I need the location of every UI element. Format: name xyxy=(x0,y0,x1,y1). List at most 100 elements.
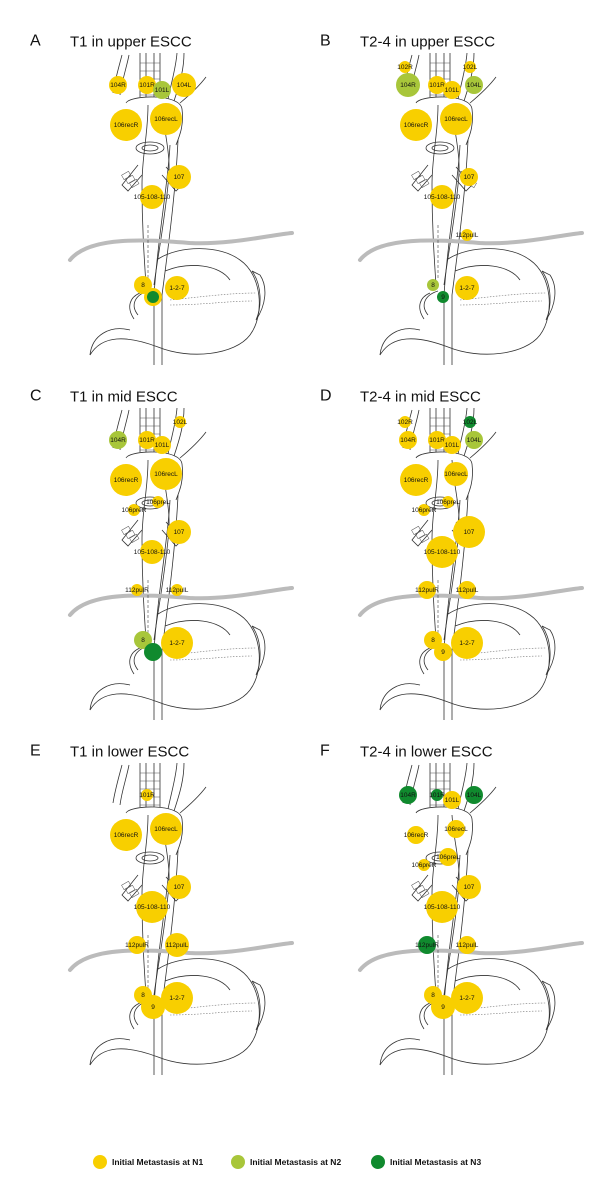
lymph-node-107: 107 xyxy=(453,516,485,548)
lymph-node-107: 107 xyxy=(460,168,478,186)
node-label: 102L xyxy=(463,419,478,426)
node-marker xyxy=(141,789,153,801)
legend-swatch xyxy=(371,1155,385,1169)
lymph-node-102l: 102L xyxy=(463,416,478,428)
panel-letter: A xyxy=(30,32,41,49)
node-label: 106recL xyxy=(444,826,468,833)
lymph-node-104r: 104R xyxy=(109,431,127,449)
node-marker xyxy=(128,936,146,954)
node-label: 106recL xyxy=(444,471,468,478)
lymph-node-1-2-7: 1-2-7 xyxy=(161,627,193,659)
panel-title: T2-4 in upper ESCC xyxy=(360,33,495,50)
node-marker xyxy=(465,431,483,449)
lymph-node-8: 8 xyxy=(134,276,152,294)
node-label: 105-108-110 xyxy=(424,194,461,201)
node-marker xyxy=(428,76,446,94)
node-label: 106preL xyxy=(436,499,460,506)
node-marker xyxy=(418,581,436,599)
lymph-node-105-108-110: 105-108-110 xyxy=(134,891,171,923)
lymph-node-101r: 101R xyxy=(429,789,445,801)
node-label: 112pulL xyxy=(166,587,189,594)
node-label: 8 xyxy=(141,637,145,644)
anatomy-illustration xyxy=(68,407,294,720)
anatomy-illustration xyxy=(358,52,584,365)
node-marker xyxy=(153,436,171,454)
node-label: 101R xyxy=(429,792,445,799)
lymph-node-102r: 102R xyxy=(397,416,413,428)
lymph-node-106recr: 106recR xyxy=(110,819,142,851)
lymph-node-106prel: 106preL xyxy=(146,496,170,508)
lymph-node-112pull: 112pulL xyxy=(456,936,479,954)
lymph-node-106recr: 106recR xyxy=(400,464,432,496)
node-marker xyxy=(144,643,162,661)
lymph-node-112pulr: 112pulR xyxy=(125,584,149,596)
node-marker xyxy=(427,279,439,291)
lymph-node-104l: 104L xyxy=(465,431,483,449)
lymph-node-9: 9 xyxy=(431,995,455,1019)
anatomy-illustration xyxy=(68,52,294,365)
lymph-node-101l: 101L xyxy=(153,436,171,454)
node-marker xyxy=(140,185,164,209)
node-marker xyxy=(136,891,168,923)
node-marker xyxy=(399,61,411,73)
lymph-node-1-2-7: 1-2-7 xyxy=(451,982,483,1014)
lymph-node-106prel: 106preL xyxy=(436,848,460,866)
node-label: 101L xyxy=(445,442,460,449)
lymph-node-101l: 101L xyxy=(443,81,461,99)
legend-label: Initial Metastasis at N1 xyxy=(112,1157,203,1167)
node-marker xyxy=(455,276,479,300)
lymph-node-106prel: 106preL xyxy=(436,496,460,508)
lymph-node-112pull: 112pulL xyxy=(456,581,479,599)
node-marker xyxy=(399,431,417,449)
node-label: 105-108-110 xyxy=(424,904,461,911)
node-marker xyxy=(172,73,196,97)
lymph-node-105-108-110: 105-108-110 xyxy=(424,891,461,923)
node-label: 1-2-7 xyxy=(169,640,185,647)
node-label: 101L xyxy=(445,797,460,804)
panel-letter: E xyxy=(30,742,41,759)
lymph-node-9: 9 xyxy=(141,995,165,1019)
node-marker xyxy=(134,631,152,649)
lymph-node-101l: 101L xyxy=(153,81,171,99)
lymph-node-102r: 102R xyxy=(397,61,413,73)
lymph-node-102l: 102L xyxy=(463,61,478,73)
node-marker xyxy=(407,826,425,844)
node-marker xyxy=(400,464,432,496)
node-label: 112pulL xyxy=(456,232,479,239)
node-marker xyxy=(174,416,186,428)
anatomy-illustration xyxy=(358,762,584,1075)
legend-item-n2: Initial Metastasis at N2 xyxy=(231,1155,341,1169)
node-marker xyxy=(458,581,476,599)
node-label: 106preR xyxy=(412,862,437,869)
node-marker xyxy=(128,504,140,516)
node-marker xyxy=(426,536,458,568)
lymph-node-106recl: 106recL xyxy=(444,820,468,838)
node-marker xyxy=(437,291,449,303)
lymph-node-104l: 104L xyxy=(465,76,483,94)
node-marker xyxy=(161,627,193,659)
node-marker xyxy=(110,464,142,496)
lymph-node-106recl: 106recL xyxy=(444,462,468,486)
lymph-node-101r: 101R xyxy=(138,76,156,94)
lymph-node-106recl: 106recL xyxy=(150,813,182,845)
node-label: 107 xyxy=(174,174,185,181)
node-label: 106preL xyxy=(436,854,460,861)
lymph-node-9 xyxy=(144,643,162,661)
lymph-node-104l: 104L xyxy=(172,73,196,97)
node-label: 9 xyxy=(441,294,445,301)
node-marker xyxy=(134,276,152,294)
panel-title: T1 in upper ESCC xyxy=(70,33,192,50)
node-marker xyxy=(457,875,481,899)
node-label: 102R xyxy=(397,64,413,71)
node-marker xyxy=(167,165,191,189)
lymph-node-104r: 104R xyxy=(109,76,127,94)
node-marker xyxy=(428,431,446,449)
node-label: 106preR xyxy=(412,507,437,514)
